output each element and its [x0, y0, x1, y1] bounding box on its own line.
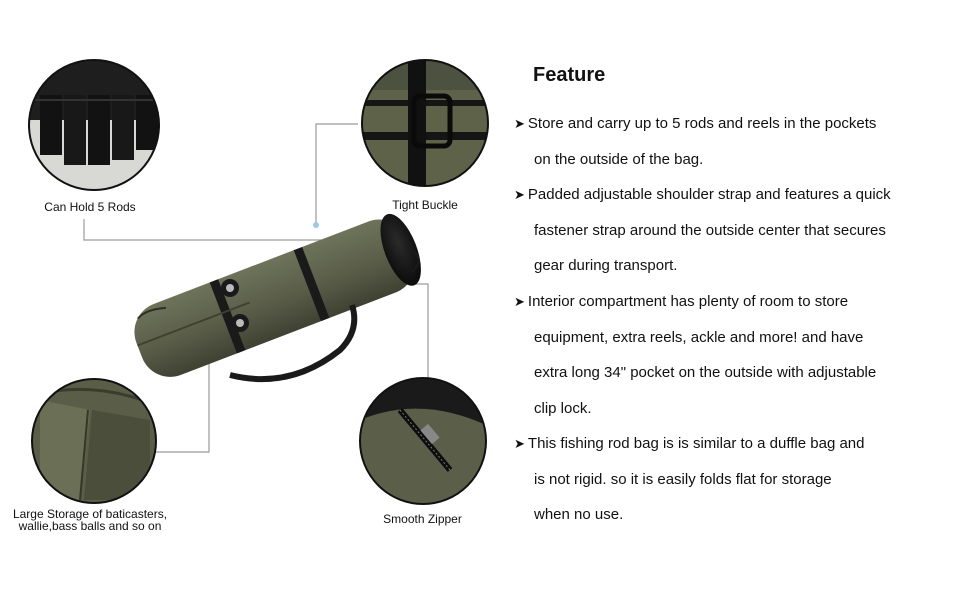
reel-1 [221, 279, 239, 297]
feature-title: Feature [533, 64, 606, 86]
feature-item-3-line-1: Interior compartment has plenty of room … [527, 293, 849, 310]
feature-item-3: ➤Interior compartment has plenty of room… [514, 284, 954, 426]
feature-item-2-line-2: fastener strap around the outside center… [534, 221, 886, 239]
feature-item-2-line-3: gear during transport. [534, 257, 678, 274]
feature-item-2-line-1: Padded adjustable shoulder strap and fea… [527, 186, 891, 203]
arrow-bullet-icon: ➤ [514, 187, 525, 202]
detail-circle-zipper [360, 378, 486, 504]
detail-circle-buckle [362, 60, 488, 186]
callout-storage-line2: wallie,bass balls and so on [18, 519, 162, 533]
detail-circle-storage [32, 379, 156, 503]
rod-bag [134, 213, 421, 377]
feature-item-3-line-3: extra long 34" pocket on the outside wit… [534, 364, 877, 381]
feature-item-2: ➤Padded adjustable shoulder strap and fe… [514, 177, 954, 284]
arrow-bullet-icon: ➤ [514, 294, 525, 309]
callout-storage-label: Large Storage of baticasters, wallie,bas… [0, 508, 180, 532]
feature-item-1: ➤Store and carry up to 5 rods and reels … [514, 106, 954, 177]
callout-zipper-label: Smooth Zipper [383, 512, 462, 526]
callout-rods-label: Can Hold 5 Rods [44, 200, 136, 214]
feature-item-4-line-2: is not rigid. so it is easily folds flat… [534, 470, 832, 488]
product-illustration [28, 59, 489, 505]
shoulder-strap [229, 304, 358, 383]
reel-2 [231, 314, 249, 332]
feature-item-4: ➤This fishing rod bag is is similar to a… [514, 426, 954, 533]
feature-item-3-line-2: equipment, extra reels, ackle and more! … [534, 328, 864, 346]
feature-item-4-line-1: This fishing rod bag is is similar to a … [527, 435, 865, 452]
feature-item-3-line-4: clip lock. [534, 399, 592, 417]
feature-item-1-line-2: on the outside of the bag. [534, 150, 704, 168]
callout-buckle-label: Tight Buckle [392, 198, 458, 212]
callout-storage-line1: Large Storage of baticasters, [12, 507, 168, 521]
feature-item-4-line-3: when no use. [534, 506, 624, 523]
arrow-bullet-icon: ➤ [514, 436, 525, 451]
feature-item-1-line-1: Store and carry up to 5 rods and reels i… [527, 115, 877, 132]
detail-circle-rods [29, 60, 159, 190]
arrow-bullet-icon: ➤ [514, 116, 525, 131]
